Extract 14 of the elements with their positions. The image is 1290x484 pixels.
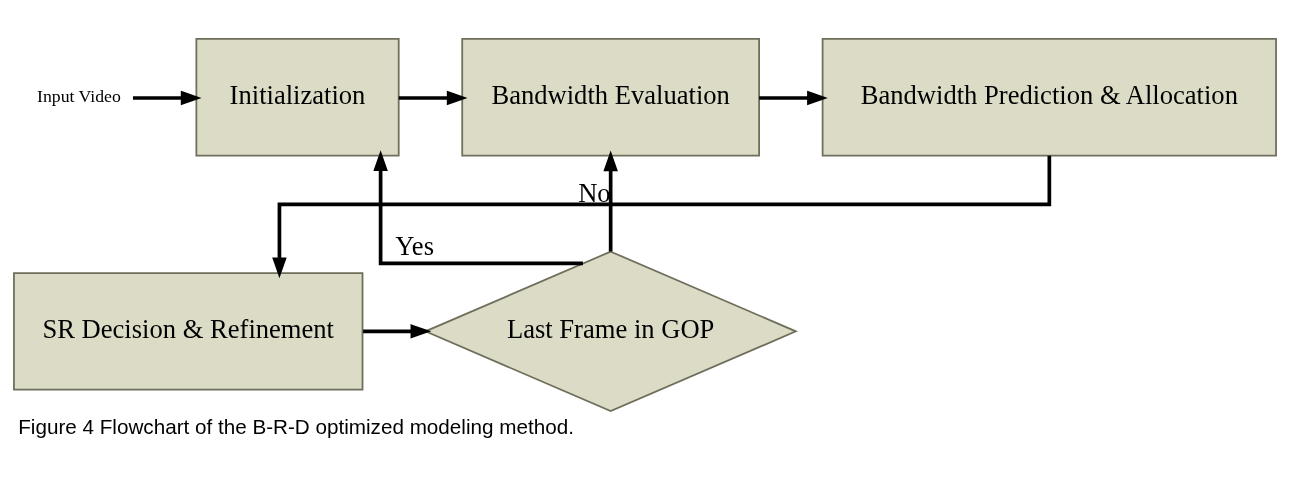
arrow (363, 324, 432, 339)
arrow (132, 90, 202, 106)
node-box: Initialization (195, 38, 400, 157)
edge-label: No (578, 178, 611, 209)
node-box: SR Decision & Refinement (13, 272, 364, 391)
caption: Figure 4 Flowchart of the B-R-D optimized modeling method. (18, 414, 574, 438)
node-box: Bandwidth Evaluation (461, 38, 760, 157)
arrow (272, 155, 1052, 279)
arrow (373, 150, 583, 266)
arrow (398, 90, 468, 106)
node-box: Bandwidth Prediction & Allocation (821, 38, 1277, 157)
node-text: Input Video (37, 85, 121, 106)
arrow (759, 90, 828, 106)
arrow (603, 150, 618, 252)
